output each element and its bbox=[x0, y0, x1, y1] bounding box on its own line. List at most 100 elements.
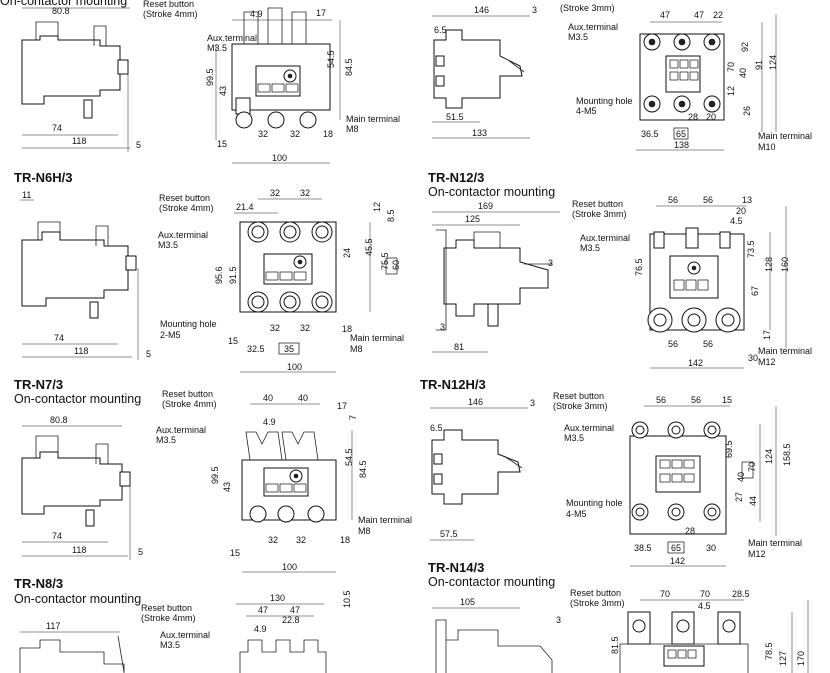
svg-text:127: 127 bbox=[778, 651, 788, 666]
svg-text:Reset button: Reset button bbox=[159, 193, 210, 203]
svg-text:81: 81 bbox=[454, 342, 464, 352]
svg-text:47: 47 bbox=[290, 605, 300, 615]
svg-text:Mounting hole: Mounting hole bbox=[576, 96, 633, 106]
svg-text:17: 17 bbox=[762, 330, 772, 340]
panel-1-side-view: 80.8 74 118 5 bbox=[21, 6, 141, 152]
svg-text:100: 100 bbox=[272, 153, 287, 163]
svg-text:4.9: 4.9 bbox=[250, 9, 263, 19]
svg-text:74: 74 bbox=[52, 123, 62, 133]
panel-5-side-view: 80.8 74 118 5 bbox=[21, 415, 143, 560]
svg-text:38.5: 38.5 bbox=[634, 543, 652, 553]
svg-text:32: 32 bbox=[281, 0, 291, 2]
svg-text:99.5: 99.5 bbox=[205, 68, 215, 86]
svg-text:6.5: 6.5 bbox=[434, 25, 447, 35]
svg-text:3: 3 bbox=[440, 322, 445, 332]
svg-text:95.6: 95.6 bbox=[214, 266, 224, 284]
svg-text:22: 22 bbox=[713, 10, 723, 20]
svg-text:43: 43 bbox=[218, 86, 228, 96]
panel-4-front-view: Reset button (Stroke 3mm) Aux.terminal M… bbox=[572, 195, 812, 369]
svg-text:18: 18 bbox=[323, 129, 333, 139]
svg-text:100: 100 bbox=[282, 562, 297, 572]
svg-text:(Stroke 4mm): (Stroke 4mm) bbox=[141, 613, 196, 623]
svg-text:118: 118 bbox=[72, 545, 86, 555]
svg-text:(Stroke 4mm): (Stroke 4mm) bbox=[143, 9, 198, 19]
svg-text:Reset button: Reset button bbox=[162, 389, 213, 399]
svg-text:15: 15 bbox=[230, 548, 240, 558]
svg-text:11: 11 bbox=[22, 190, 31, 200]
svg-text:26: 26 bbox=[742, 106, 752, 116]
svg-text:M3.5: M3.5 bbox=[156, 435, 176, 445]
svg-text:99.5: 99.5 bbox=[210, 466, 220, 484]
panel-2-front-view: Aux.terminal M3.5 Mounting hole 4-M5 47 … bbox=[568, 10, 812, 152]
svg-text:32: 32 bbox=[300, 188, 310, 198]
svg-text:M10: M10 bbox=[758, 142, 776, 152]
svg-text:32.5: 32.5 bbox=[247, 344, 265, 354]
svg-text:57.5: 57.5 bbox=[440, 529, 458, 539]
svg-text:17: 17 bbox=[337, 401, 347, 411]
svg-text:138: 138 bbox=[674, 140, 689, 150]
svg-text:13: 13 bbox=[742, 195, 752, 205]
svg-text:20: 20 bbox=[736, 206, 746, 216]
svg-text:70: 70 bbox=[726, 62, 736, 72]
svg-text:Aux.terminal: Aux.terminal bbox=[568, 22, 618, 32]
svg-text:3: 3 bbox=[548, 258, 553, 268]
svg-text:40: 40 bbox=[736, 472, 746, 482]
svg-text:Mounting hole: Mounting hole bbox=[160, 319, 217, 329]
svg-text:117: 117 bbox=[46, 621, 60, 631]
svg-text:4-M5: 4-M5 bbox=[566, 509, 587, 519]
svg-text:65: 65 bbox=[671, 543, 681, 553]
svg-text:Main terminal: Main terminal bbox=[358, 515, 412, 525]
svg-text:4.9: 4.9 bbox=[254, 624, 267, 634]
svg-text:(Stroke 4mm): (Stroke 4mm) bbox=[159, 203, 214, 213]
svg-text:5: 5 bbox=[138, 547, 143, 557]
svg-text:3: 3 bbox=[532, 5, 537, 15]
panel-2-side-view: 146 3 (Stroke 3mm) 6.5 51.5 133 bbox=[432, 3, 615, 139]
svg-text:56: 56 bbox=[668, 339, 678, 349]
svg-text:36.5: 36.5 bbox=[641, 129, 659, 139]
svg-text:M3.5: M3.5 bbox=[568, 32, 588, 42]
subheading-tr-n8-3: On-contactor mounting bbox=[14, 592, 142, 606]
svg-text:44: 44 bbox=[748, 496, 758, 506]
svg-text:70: 70 bbox=[700, 589, 710, 599]
svg-text:Reset button: Reset button bbox=[143, 0, 194, 9]
svg-text:73.5: 73.5 bbox=[746, 240, 756, 258]
svg-text:45.5: 45.5 bbox=[364, 238, 374, 256]
svg-text:15: 15 bbox=[217, 139, 227, 149]
svg-text:Aux.terminal: Aux.terminal bbox=[156, 425, 206, 435]
svg-text:124: 124 bbox=[768, 55, 778, 70]
svg-text:118: 118 bbox=[72, 136, 86, 146]
panel-5-front-view: Reset button (Stroke 4mm) Aux.terminal M… bbox=[156, 389, 412, 573]
svg-text:146: 146 bbox=[474, 5, 489, 15]
svg-text:(Stroke 3mm): (Stroke 3mm) bbox=[553, 401, 608, 411]
svg-text:M3.5: M3.5 bbox=[158, 240, 178, 250]
svg-text:158.5: 158.5 bbox=[782, 443, 792, 466]
svg-text:7: 7 bbox=[348, 415, 358, 420]
svg-text:91.5: 91.5 bbox=[228, 266, 238, 284]
heading-tr-n12-3: TR-N12/3 bbox=[428, 170, 485, 185]
svg-text:56: 56 bbox=[668, 195, 678, 205]
panel-7-front-view: Reset button (Stroke 4mm) Aux.terminal M… bbox=[141, 590, 352, 673]
svg-text:92: 92 bbox=[740, 42, 750, 52]
svg-text:56: 56 bbox=[656, 395, 666, 405]
svg-text:160: 160 bbox=[780, 257, 790, 272]
svg-text:170: 170 bbox=[796, 651, 806, 666]
svg-text:3: 3 bbox=[556, 615, 561, 625]
panel-8-side-view: 105 3 bbox=[432, 597, 561, 673]
svg-text:32: 32 bbox=[300, 323, 310, 333]
svg-text:70: 70 bbox=[747, 462, 757, 472]
svg-text:56: 56 bbox=[703, 339, 713, 349]
svg-text:28: 28 bbox=[685, 526, 695, 536]
svg-text:67: 67 bbox=[750, 286, 760, 296]
panel-7-side-view: 117 bbox=[19, 621, 125, 673]
svg-text:80.8: 80.8 bbox=[50, 415, 68, 425]
svg-text:78.5: 78.5 bbox=[764, 642, 774, 660]
svg-text:21.4: 21.4 bbox=[236, 202, 254, 212]
svg-text:20: 20 bbox=[706, 112, 716, 122]
svg-text:32: 32 bbox=[270, 188, 280, 198]
svg-text:105: 105 bbox=[460, 597, 475, 607]
svg-text:51.5: 51.5 bbox=[446, 112, 464, 122]
svg-text:(Stroke 3mm): (Stroke 3mm) bbox=[560, 3, 615, 13]
svg-text:M3.5: M3.5 bbox=[207, 43, 227, 53]
svg-text:125: 125 bbox=[465, 214, 480, 224]
